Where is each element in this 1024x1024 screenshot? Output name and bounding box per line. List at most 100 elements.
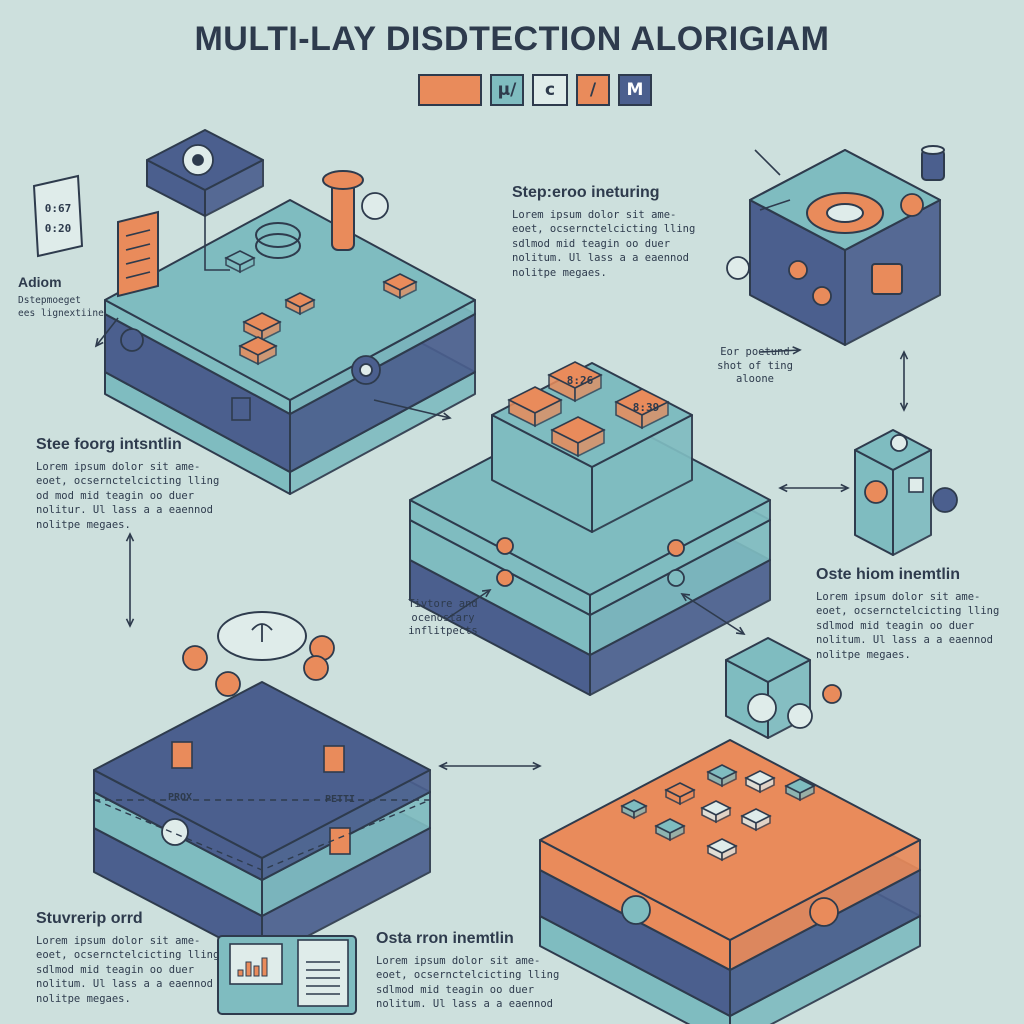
module-chip-4-right bbox=[399, 280, 417, 300]
coil-icon-ring bbox=[255, 233, 301, 259]
body-line: eoet, ocsernctelcicting lling bbox=[36, 949, 220, 962]
puzzle-icon bbox=[932, 487, 958, 513]
tag-icon-left bbox=[171, 741, 193, 769]
body-line: nolitur. Ul lass a a eaennod bbox=[36, 504, 214, 517]
body-line: nolitum. Ul lass a a eaennod bbox=[512, 252, 690, 265]
gear-icon-right bbox=[726, 256, 750, 280]
port-icon-core bbox=[359, 363, 373, 377]
indicator-dot-4 bbox=[667, 569, 685, 587]
arrow-center-to-bottom-right-tail bbox=[680, 593, 691, 602]
tile-label-right: 8:39 bbox=[633, 401, 660, 414]
badge-1 bbox=[418, 74, 482, 106]
block-adiom-heading: Adiom bbox=[18, 274, 62, 290]
gear-icon-left bbox=[120, 328, 144, 352]
orange-port-icon bbox=[809, 897, 839, 927]
block-oste-hiom-heading: Oste hiom inemtlin bbox=[816, 566, 961, 583]
number-card-value-1: 0:67 bbox=[45, 202, 72, 215]
grid-node-7-right bbox=[669, 824, 685, 842]
grid-node-1 bbox=[706, 764, 738, 788]
grid-node-4 bbox=[700, 800, 732, 824]
block-adiom: Adiom Dstepmoeget ees lignextiine bbox=[18, 274, 128, 320]
cloud-icon-2 bbox=[787, 703, 813, 729]
chart-bar-icon bbox=[245, 961, 252, 977]
body-line: Lorem ipsum dolor sit ame- bbox=[512, 209, 677, 221]
block-stuvrerip-body: Lorem ipsum dolor sit ame- eoet, ocsernc… bbox=[36, 934, 226, 1006]
body-line: Lorem ipsum dolor sit ame- bbox=[816, 591, 981, 603]
node-pad-2 bbox=[215, 671, 241, 697]
hub-pupil bbox=[192, 154, 204, 166]
block-right-top-face bbox=[854, 429, 932, 471]
shadow-outline bbox=[94, 799, 431, 871]
module-chip-1-right bbox=[261, 320, 281, 342]
block-step-top: Step:eroo ineturing Lorem ipsum dolor si… bbox=[512, 184, 702, 280]
note-line: shot of ting bbox=[717, 359, 793, 372]
block-oste-hiom-body: Lorem ipsum dolor sit ame- eoet, ocsernc… bbox=[816, 590, 1016, 662]
block-step-top-body: Lorem ipsum dolor sit ame- eoet, ocsernc… bbox=[512, 208, 702, 280]
block-stuvrerip: Stuvrerip orrd Lorem ipsum dolor sit ame… bbox=[36, 910, 226, 1006]
note-center: Tivtore and ocenostary inflitpects bbox=[388, 598, 498, 639]
grid-node-5-right bbox=[755, 814, 771, 832]
module-chip-2 bbox=[238, 336, 278, 366]
wire-hub bbox=[204, 192, 230, 271]
arrow-note-right bbox=[759, 349, 801, 353]
tag-icon-right bbox=[323, 745, 345, 773]
pipe-icon bbox=[331, 179, 355, 251]
chart-bar-icon bbox=[237, 969, 244, 977]
block-osta-rron: Osta rron inemtlin Lorem ipsum dolor sit… bbox=[376, 930, 566, 1012]
body-line: sdlmod mid teagin oo duer bbox=[376, 983, 535, 996]
sign-line bbox=[125, 257, 151, 265]
body-line: Dstepmoeget bbox=[18, 295, 81, 306]
sign-panel bbox=[117, 210, 159, 298]
body-line: sdlmod mid teagin oo duer bbox=[816, 619, 975, 632]
number-card-value-2: 0:20 bbox=[45, 222, 72, 235]
arrow-center-to-block-head bbox=[840, 483, 850, 493]
body-line: nolitpe megaes. bbox=[512, 266, 607, 279]
badge-5: M bbox=[618, 74, 652, 106]
note-line: inflitpects bbox=[408, 625, 478, 638]
lens-icon bbox=[361, 192, 389, 220]
note-line: Tivtore and bbox=[408, 598, 478, 610]
body-line: Lorem ipsum dolor sit ame- bbox=[36, 461, 201, 473]
document-icon bbox=[297, 939, 349, 1007]
knob-icon bbox=[864, 480, 888, 504]
block-stee-foorg: Stee foorg intsntlin Lorem ipsum dolor s… bbox=[36, 436, 226, 532]
body-line: nolitum. Ul lass a a eaennod bbox=[816, 634, 994, 647]
wire-cube bbox=[754, 149, 791, 211]
indicator-dot-1 bbox=[496, 537, 514, 555]
tile-bottom-right bbox=[577, 428, 605, 458]
number-card bbox=[32, 174, 84, 258]
small-cube-top-face bbox=[725, 637, 811, 683]
sign-line bbox=[125, 243, 151, 251]
body-line: nolitpe megaes. bbox=[36, 992, 131, 1005]
band-label-left: PROX bbox=[168, 792, 192, 803]
node-pad-4 bbox=[303, 655, 329, 681]
grid-node-3-right bbox=[679, 788, 695, 806]
tree-icon bbox=[251, 623, 273, 642]
module-chip-3-right bbox=[299, 298, 315, 316]
module-chip-5-right bbox=[239, 256, 255, 274]
module-chip-2-right bbox=[257, 344, 277, 366]
body-line: eoet, ocsernctelcicting lling bbox=[512, 223, 696, 236]
note-right-mid: Eor poetund shot of ting aloone bbox=[700, 346, 810, 387]
sign-line bbox=[125, 271, 151, 279]
block-osta-rron-heading: Osta rron inemtlin bbox=[376, 930, 514, 947]
node-icon-2 bbox=[812, 286, 832, 306]
arrow-bottom-left-to-right-head bbox=[532, 761, 542, 771]
block-oste-hiom: Oste hiom inemtlin Lorem ipsum dolor sit… bbox=[816, 566, 1016, 662]
tile-top bbox=[547, 361, 603, 403]
grid-node-7 bbox=[654, 818, 686, 842]
badge-2: µ/ bbox=[490, 74, 524, 106]
block-stuvrerip-heading: Stuvrerip orrd bbox=[36, 910, 143, 927]
node-icon-1 bbox=[788, 260, 808, 280]
grid-node-4-right bbox=[715, 806, 731, 824]
switch-icon bbox=[908, 477, 924, 493]
tile-right-right bbox=[641, 400, 669, 430]
grid-node-2-right bbox=[759, 776, 775, 794]
body-line: nolitpe megaes. bbox=[816, 648, 911, 661]
indicator-dot-2 bbox=[496, 569, 514, 587]
body-line: od mod mid teagin oo duer bbox=[36, 489, 195, 502]
pipe-cap bbox=[322, 170, 364, 190]
page-title: MULTI-LAY DISDTECTION ALORIGIAM bbox=[194, 20, 830, 58]
body-line: eoet, ocsernctelcicting lling bbox=[816, 605, 1000, 618]
block-stee-foorg-body: Lorem ipsum dolor sit ame- eoet, ocsernc… bbox=[36, 460, 226, 532]
